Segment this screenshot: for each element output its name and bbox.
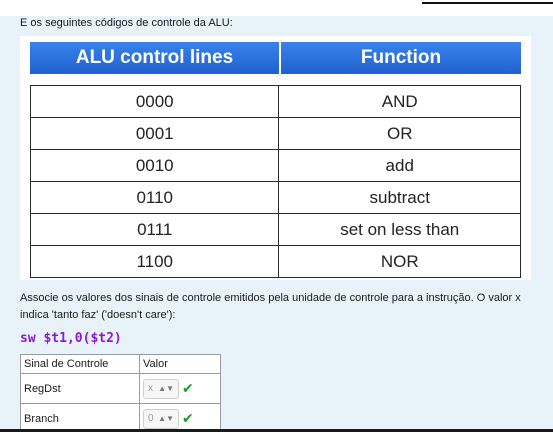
select-arrow-icon: ▲▼ bbox=[158, 384, 174, 393]
intro-text: E os seguintes códigos de controle da AL… bbox=[20, 17, 233, 29]
alu-function-cell: subtract bbox=[278, 181, 521, 214]
alu-code-cell: 0110 bbox=[29, 181, 280, 214]
alu-function-cell: OR bbox=[278, 117, 521, 150]
value-select-text: x bbox=[148, 383, 153, 394]
signal-table-header: Sinal de Controle Valor bbox=[20, 354, 221, 374]
bottom-edge-bar bbox=[0, 429, 553, 432]
alu-row: 0001 OR bbox=[29, 117, 521, 150]
alu-code-cell: 0001 bbox=[29, 117, 280, 150]
alu-code-cell: 0010 bbox=[29, 149, 280, 182]
value-header: Valor bbox=[139, 354, 221, 374]
alu-function-cell: AND bbox=[278, 85, 521, 118]
select-arrow-icon: ▲▼ bbox=[158, 414, 174, 423]
alu-control-figure: ALU control lines Function 0000 AND 0001… bbox=[20, 36, 531, 280]
alu-code-cell: 0111 bbox=[29, 213, 280, 246]
value-select[interactable]: 0 ▲▼ bbox=[143, 408, 179, 429]
instruction-text: Associe os valores dos sinais de control… bbox=[20, 292, 521, 321]
signal-value-cell: 0 ▲▼ ✔ bbox=[139, 403, 221, 432]
check-icon: ✔ bbox=[182, 410, 194, 426]
signal-table: Sinal de Controle Valor RegDst x ▲▼ ✔ Br… bbox=[20, 354, 221, 432]
alu-header-control-lines: ALU control lines bbox=[30, 42, 279, 74]
alu-row: 0000 AND bbox=[29, 85, 521, 118]
signal-value-cell: x ▲▼ ✔ bbox=[139, 373, 221, 404]
table-row: RegDst x ▲▼ ✔ bbox=[20, 373, 221, 404]
alu-function-cell: set on less than bbox=[278, 213, 521, 246]
instruction-code: sw $t1,0($t2) bbox=[20, 331, 122, 346]
signal-name: RegDst bbox=[20, 373, 140, 404]
signal-name: Branch bbox=[20, 403, 140, 432]
value-select[interactable]: x ▲▼ bbox=[143, 378, 179, 399]
signal-header: Sinal de Controle bbox=[20, 354, 140, 374]
value-select-text: 0 bbox=[148, 413, 154, 424]
alu-code-cell: 1100 bbox=[29, 245, 280, 278]
alu-row: 0111 set on less than bbox=[29, 213, 521, 246]
top-content-strip bbox=[0, 0, 553, 16]
check-icon: ✔ bbox=[182, 380, 194, 396]
alu-table-header: ALU control lines Function bbox=[30, 42, 521, 74]
alu-header-function: Function bbox=[281, 42, 521, 74]
alu-table: 0000 AND 0001 OR 0010 add 0110 subtract … bbox=[29, 85, 521, 278]
alu-row: 0110 subtract bbox=[29, 181, 521, 214]
top-edge-bar bbox=[422, 0, 553, 4]
alu-row: 0010 add bbox=[29, 149, 521, 182]
alu-function-cell: NOR bbox=[278, 245, 521, 278]
alu-function-cell: add bbox=[278, 149, 521, 182]
alu-row: 1100 NOR bbox=[29, 245, 521, 278]
table-row: Branch 0 ▲▼ ✔ bbox=[20, 403, 221, 432]
alu-code-cell: 0000 bbox=[29, 85, 280, 118]
